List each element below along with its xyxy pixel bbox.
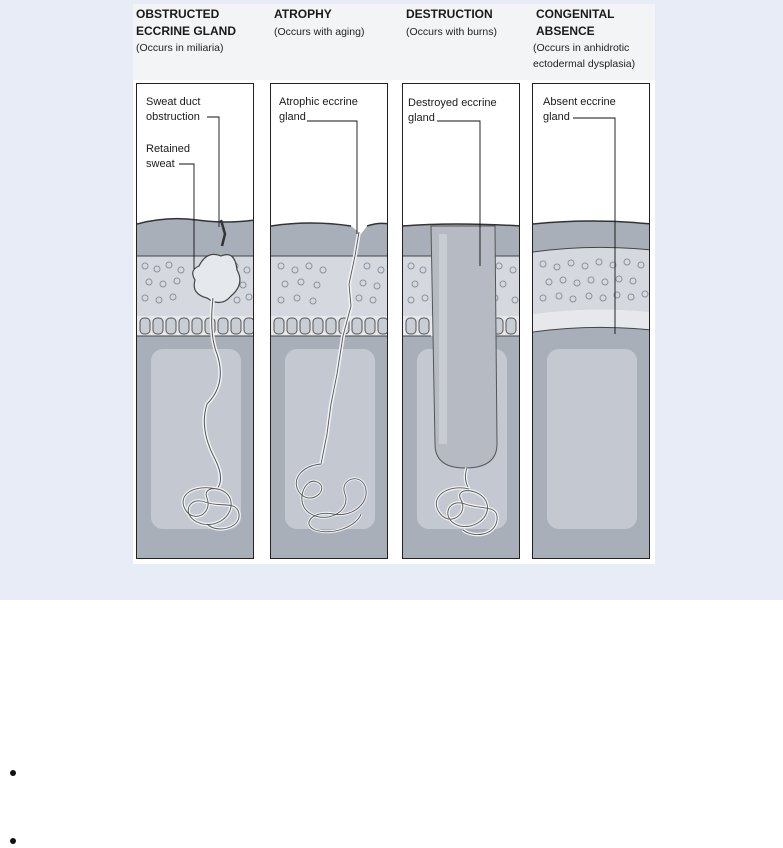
eccrine-gland-figure: OBSTRUCTED ECCRINE GLAND (Occurs in mili… (133, 4, 655, 564)
label-absent-eccrine-gland: Absent eccrine gland (543, 96, 616, 123)
bullet-icon (10, 770, 16, 776)
col3-title: DESTRUCTION (406, 7, 493, 21)
absent-gland-illustration (533, 117, 649, 558)
figure-header (133, 4, 655, 80)
col1-note: (Occurs in miliaria) (136, 42, 224, 54)
label-destroyed-eccrine-gland: Destroyed eccrine gland (408, 97, 497, 124)
col1-title: OBSTRUCTED ECCRINE GLAND (136, 7, 237, 38)
bullet-icon (10, 838, 16, 844)
col3-note: (Occurs with burns) (406, 26, 498, 38)
atrophic-gland-illustration (271, 120, 387, 558)
panel-atrophy: Atrophic eccrine gland (270, 83, 388, 559)
col4-title: CONGENITAL ABSENCE (536, 7, 615, 38)
obstructed-gland-illustration (137, 116, 253, 558)
label-atrophic-eccrine-gland: Atrophic eccrine gland (279, 96, 358, 123)
panel-congenital-absence: Absent eccrine gland (532, 83, 650, 559)
col4-note: (Occurs in anhidrotic ectodermal dysplas… (533, 42, 636, 70)
panel-destruction: Destroyed eccrine gland (402, 83, 520, 559)
label-retained-sweat: Retained sweat (146, 143, 191, 170)
col2-title: ATROPHY (274, 7, 332, 21)
col2-note: (Occurs with aging) (274, 26, 365, 38)
panel-obstructed: Sweat duct obstruction Retained sweat (136, 83, 254, 559)
label-sweat-duct-obstruction: Sweat duct obstruction (146, 96, 201, 123)
destroyed-gland-illustration (403, 120, 519, 558)
